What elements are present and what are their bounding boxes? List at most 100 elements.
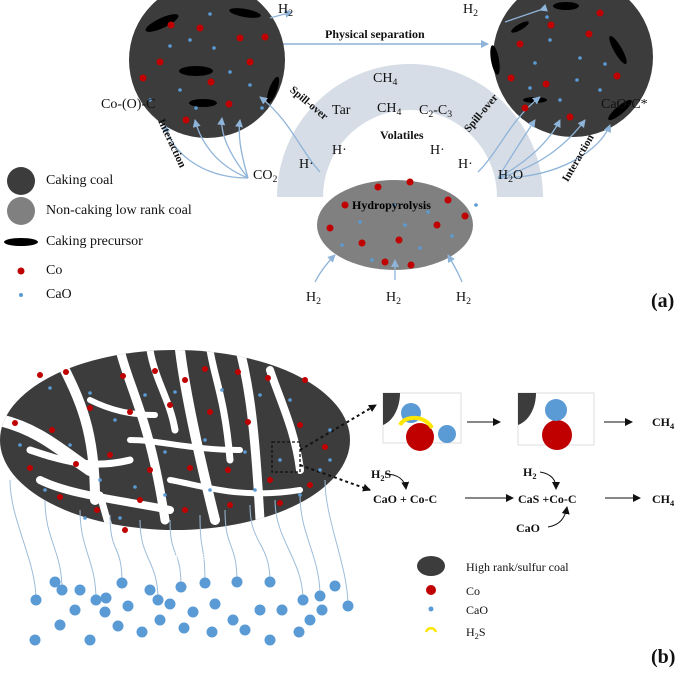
- cao-dot: [575, 78, 579, 82]
- cao-dot: [328, 458, 332, 462]
- legend-cao-label-b: CaO: [466, 603, 488, 617]
- h-radical-3: H·: [299, 157, 314, 172]
- migrated-cao-dot: [136, 626, 148, 638]
- cao-c-label: CaO-C*: [601, 97, 648, 112]
- migrated-cao-dot: [342, 600, 354, 612]
- co-dot: [73, 461, 79, 467]
- co-dot: [444, 196, 452, 204]
- cao-dot: [118, 516, 122, 520]
- cao-dot: [253, 488, 257, 492]
- reaction-arrows: [384, 471, 641, 528]
- co-dot: [236, 34, 244, 42]
- volatiles-arc: [277, 64, 543, 197]
- migrated-cao-dot: [199, 577, 211, 589]
- legend-caking-coal-swatch: [7, 167, 35, 195]
- migrate-label: Migrate: [175, 549, 217, 563]
- co-dot: [326, 224, 334, 232]
- cao-dot: [474, 203, 478, 207]
- co-dot: [120, 373, 126, 379]
- cao-dot: [178, 88, 182, 92]
- co-dot: [107, 452, 113, 458]
- cao-dot: [148, 98, 152, 102]
- legend-co-swatch: [17, 267, 25, 275]
- migrated-cao-dot: [122, 600, 134, 612]
- legend-non-caking-swatch: [7, 197, 35, 225]
- co-dot: [63, 369, 69, 375]
- migrated-cao-dot: [56, 584, 68, 596]
- cao-dot: [18, 443, 22, 447]
- h-radical-1: H·: [332, 143, 347, 158]
- cao-dot: [278, 458, 282, 462]
- migration-line: [169, 519, 182, 588]
- cao-dot: [248, 83, 252, 87]
- legend-non-caking-label: Non-caking low rank coal: [46, 203, 192, 218]
- legend-high-rank-swatch: [417, 556, 445, 576]
- migrated-cao-dot: [297, 594, 309, 606]
- cao-dot: [48, 386, 52, 390]
- ch4-product-1: CH4: [652, 415, 675, 431]
- co-dot: [358, 239, 366, 247]
- non-caking-coal-particle: [317, 180, 473, 270]
- migrated-cao-dot: [316, 604, 328, 616]
- h-radical-4: H·: [458, 157, 473, 172]
- cao-dot: [533, 61, 537, 65]
- inset2-co-dot: [542, 420, 572, 450]
- co-dot: [196, 24, 204, 32]
- migrated-cao-dot: [29, 634, 41, 646]
- h2-bottom-1: H2: [306, 290, 322, 307]
- high-rank-coal-particle: [0, 350, 350, 530]
- cao-dot: [208, 12, 212, 16]
- co-dot: [27, 465, 33, 471]
- physical-separation-label: Physical separation: [325, 27, 425, 41]
- co-dot: [585, 30, 593, 38]
- zoom-arrow-lower: [299, 464, 371, 492]
- zoom-arrow-upper: [299, 404, 377, 451]
- co-dot: [139, 74, 147, 82]
- co-dot: [307, 482, 313, 488]
- migrated-cao-dots: [29, 576, 354, 646]
- co-dot: [182, 507, 188, 513]
- co-dot: [407, 261, 415, 269]
- cao-dot: [212, 46, 216, 50]
- cao-dot: [558, 98, 562, 102]
- cao-co-c-reactant: CaO + Co-C: [373, 492, 438, 506]
- cao-dot: [418, 246, 422, 250]
- h2o-label: H2O: [498, 168, 524, 185]
- migrated-cao-dot: [152, 594, 164, 606]
- migrated-cao-dot: [231, 576, 243, 588]
- cao-dot: [98, 478, 102, 482]
- cao-dot: [603, 62, 607, 66]
- migrated-cao-dot: [239, 624, 251, 636]
- co-dot: [137, 497, 143, 503]
- cao-dot: [528, 86, 532, 90]
- h2-top-left: H2: [278, 2, 294, 19]
- legend-co-label-b: Co: [466, 584, 481, 598]
- inset2-cao-dot: [545, 399, 567, 421]
- migration-line: [274, 499, 304, 601]
- co-dot: [374, 183, 382, 191]
- co-dot: [297, 422, 303, 428]
- co-dot: [516, 40, 524, 48]
- migrated-cao-dot: [30, 594, 42, 606]
- caking-coal-particle-left: [129, 0, 285, 138]
- cao-dot: [220, 388, 224, 392]
- co-o-c-label: Co-(O)-C: [101, 97, 156, 112]
- migrated-cao-dot: [206, 626, 218, 638]
- co-dot: [341, 201, 349, 209]
- legend-cao-label: CaO: [46, 287, 72, 302]
- co-dot: [461, 212, 469, 220]
- legend-caking-coal-label: Caking coal: [46, 173, 114, 188]
- co-dot: [322, 444, 328, 450]
- cao-dot: [88, 391, 92, 395]
- inset1-h2s-mark: [398, 415, 434, 430]
- panel-b-legend: [417, 556, 445, 633]
- co-dot: [277, 500, 283, 506]
- co-dot: [547, 21, 555, 29]
- migrated-cao-dot: [314, 590, 326, 602]
- migration-lines: [9, 479, 349, 607]
- cao-dot: [133, 485, 137, 489]
- migrated-cao-dot: [276, 604, 288, 616]
- cas-co-c-product: CaS +Co-C: [518, 492, 577, 506]
- cao-dot: [163, 493, 167, 497]
